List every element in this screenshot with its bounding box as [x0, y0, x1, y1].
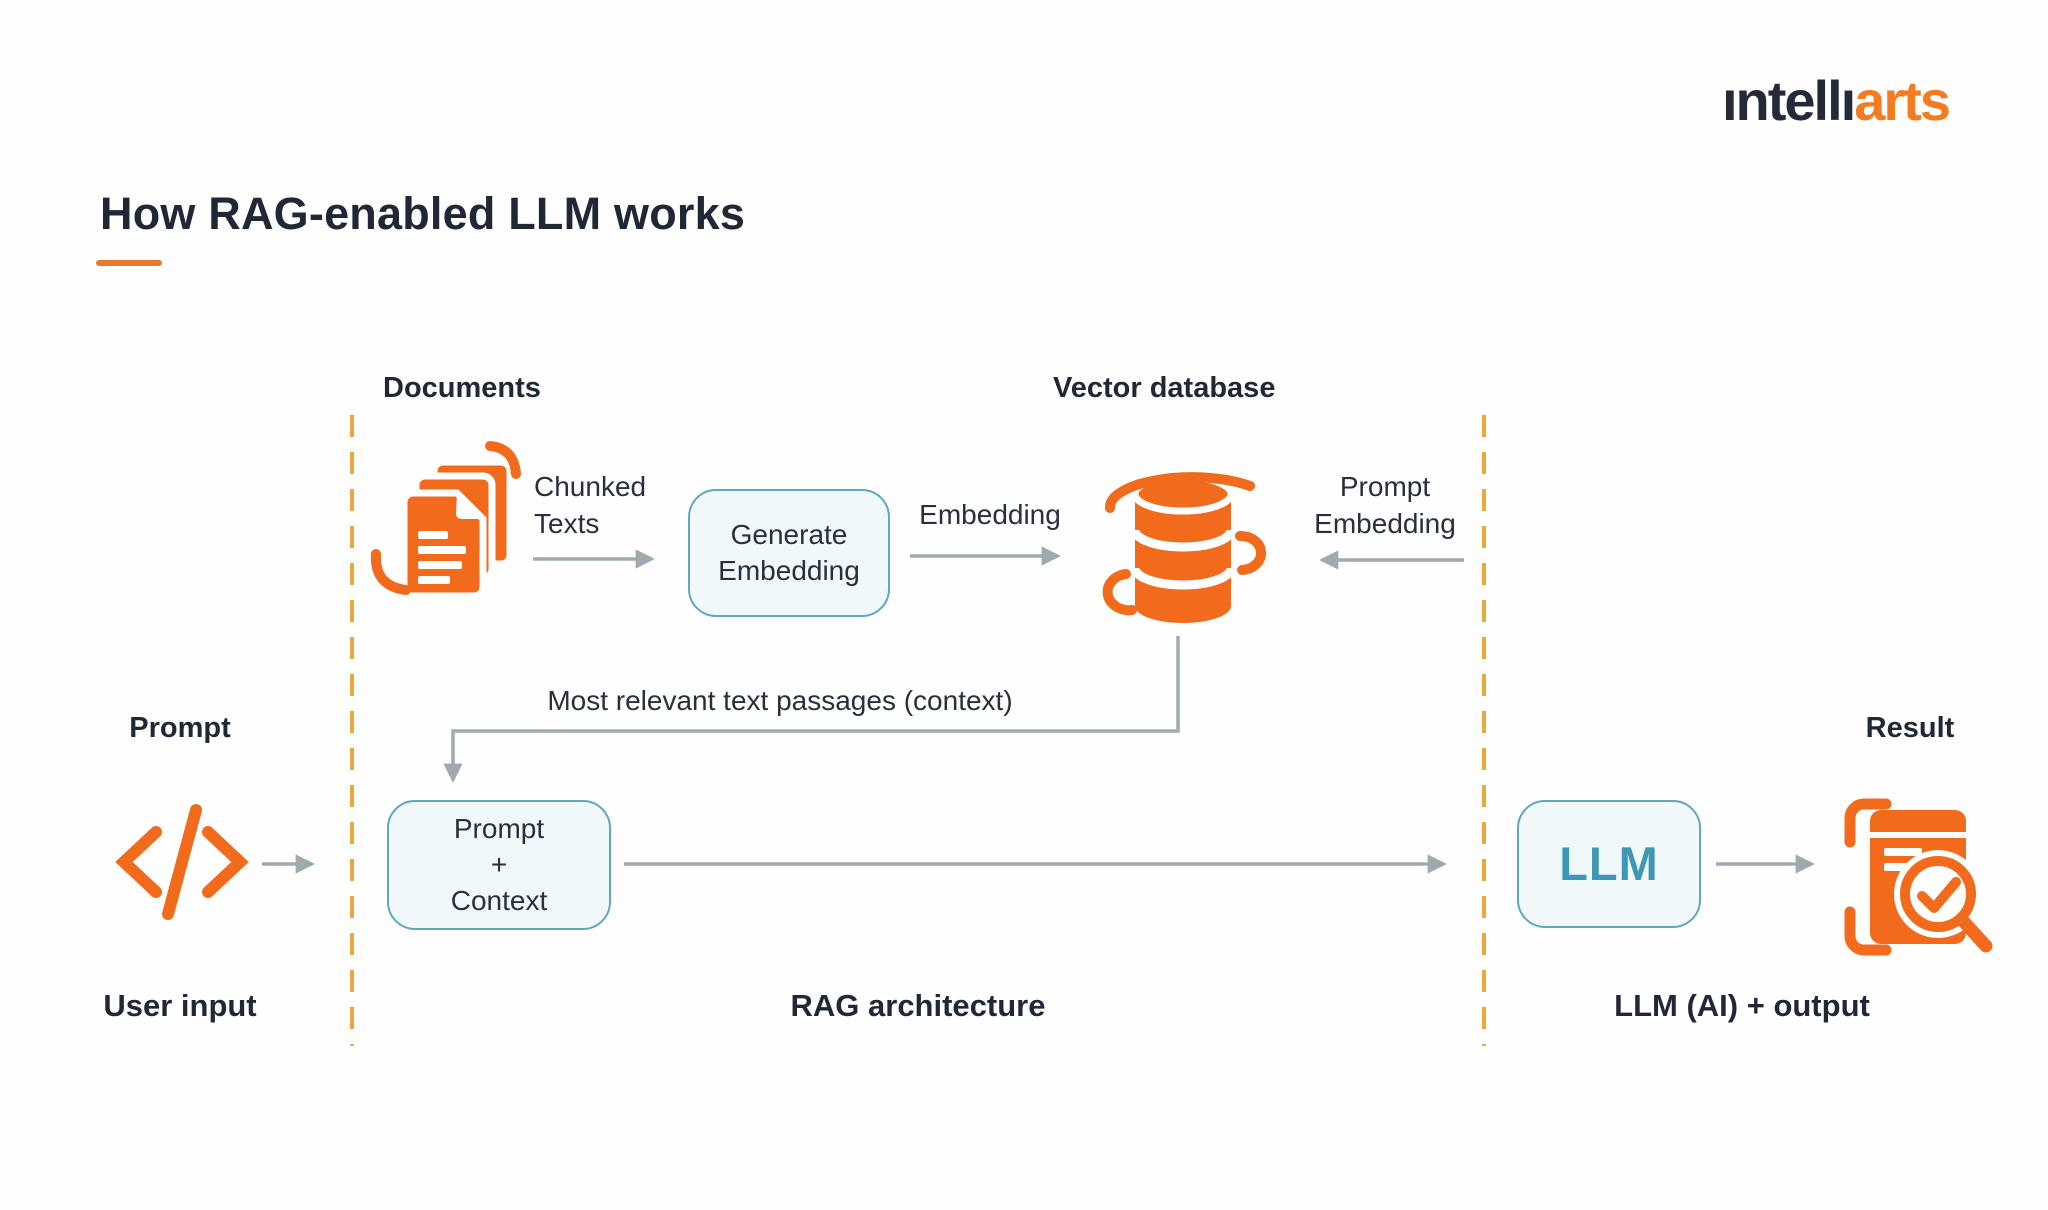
result-label: Result — [1865, 712, 1955, 744]
chunked-texts-label: Chunked Texts — [534, 468, 646, 542]
vector-database-label: Vector database — [1053, 372, 1276, 404]
chunked-texts-line2: Texts — [534, 508, 600, 539]
llm-label: LLM — [1559, 837, 1659, 890]
prompt-embedding-line1: Prompt — [1339, 471, 1431, 502]
code-icon — [106, 784, 258, 940]
prompt-context-line2: + — [490, 849, 508, 880]
context-passages-label: Most relevant text passages (context) — [547, 685, 1013, 716]
vector-database-icon — [1094, 450, 1272, 642]
documents-icon — [366, 436, 536, 628]
prompt-context-node: Prompt + Context — [387, 800, 611, 930]
intelliarts-logo: ıntellıarts — [1722, 68, 1951, 133]
page-title: How RAG-enabled LLM works — [100, 188, 746, 239]
result-document-icon — [1834, 786, 1998, 968]
rag-architecture-label: RAG architecture — [790, 988, 1046, 1023]
prompt-embedding-line2: Embedding — [1314, 508, 1456, 539]
llm-output-label: LLM (AI) + output — [1614, 988, 1870, 1023]
embedding-label: Embedding — [919, 499, 1061, 530]
generate-embedding-node: Generate Embedding — [688, 489, 890, 617]
title-underline — [96, 260, 162, 266]
prompt-context-line1: Prompt — [453, 813, 545, 844]
prompt-embedding-label: Prompt Embedding — [1295, 468, 1475, 542]
generate-embedding-line2: Embedding — [718, 555, 860, 586]
llm-node: LLM — [1517, 800, 1701, 928]
logo-text-dark: ıntellı — [1722, 69, 1856, 132]
documents-label: Documents — [383, 372, 541, 404]
logo-text-orange: arts — [1854, 69, 1951, 132]
user-input-label: User input — [103, 988, 257, 1023]
generate-embedding-line1: Generate — [730, 519, 848, 550]
prompt-label: Prompt — [129, 712, 231, 744]
prompt-context-line3: Context — [450, 885, 548, 916]
chunked-texts-line1: Chunked — [534, 471, 647, 502]
